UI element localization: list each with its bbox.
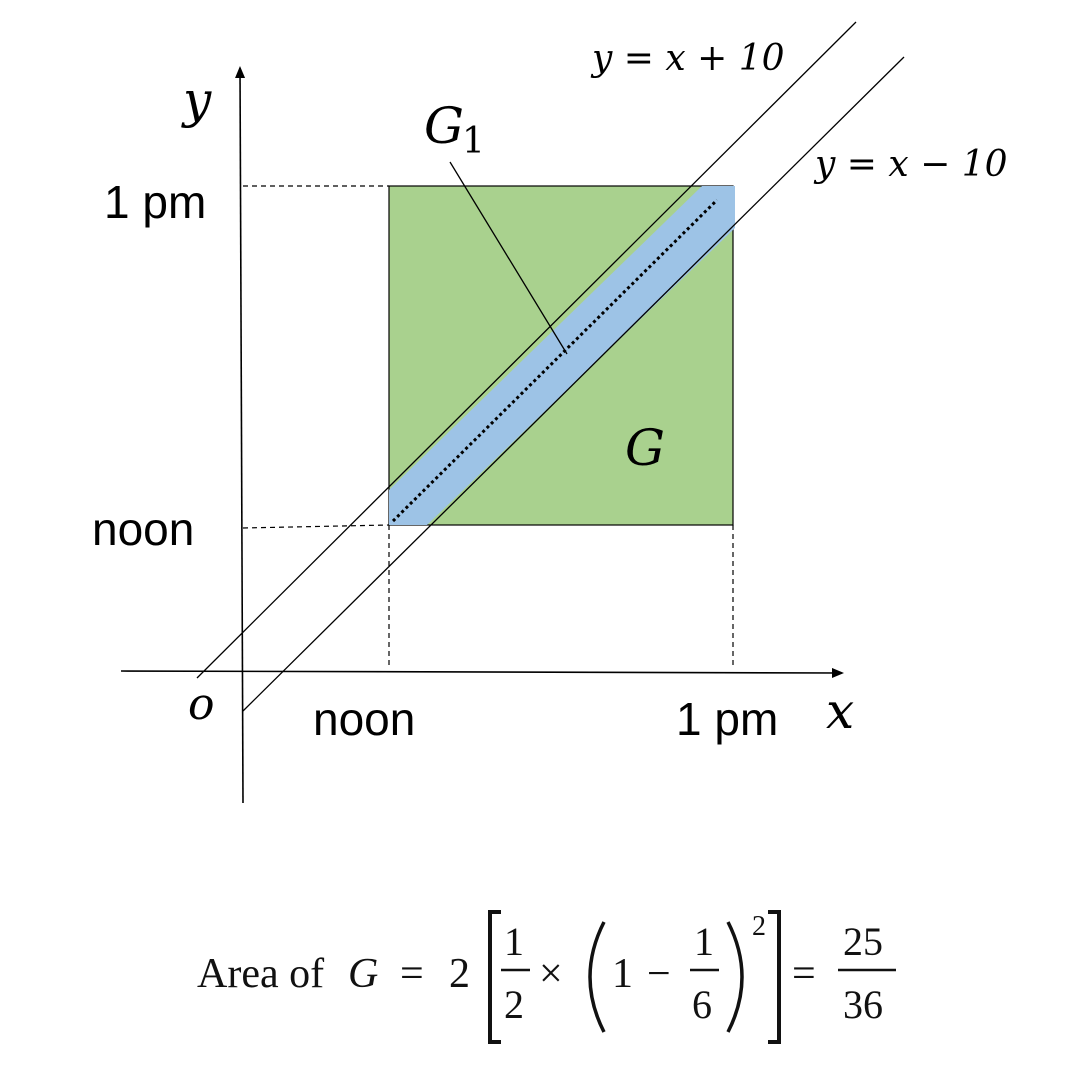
formula-eq2: = (792, 951, 816, 997)
formula-result-num: 25 (843, 919, 883, 964)
x-axis-label: x (826, 682, 854, 740)
formula-var: G (348, 951, 378, 997)
line-lower-label: y = x − 10 (813, 144, 1008, 185)
y-tick-noon: noon (92, 503, 194, 555)
formula-minus: − (647, 951, 671, 997)
guide-noon-horizontal (242, 524, 390, 529)
y-axis (235, 66, 246, 804)
formula-coef: 2 (449, 951, 470, 997)
formula-one: 1 (612, 951, 633, 997)
area-formula: Area of G = 2 1 2 × 1 − 1 6 2 = 25 36 (197, 910, 896, 1044)
formula-eq1: = (400, 951, 424, 997)
line-lower (242, 56, 905, 712)
formula-frac2-den: 6 (692, 982, 712, 1027)
formula-prefix: Area of (197, 951, 335, 997)
formula-frac2-num: 1 (694, 919, 714, 964)
formula-exponent: 2 (752, 911, 766, 942)
y-tick-1pm: 1 pm (104, 176, 206, 228)
line-upper (196, 21, 857, 679)
formula-result-den: 36 (843, 982, 883, 1027)
formula-right-bracket (768, 910, 781, 1044)
formula-left-bracket (488, 910, 501, 1044)
origin-label: o (188, 679, 215, 730)
formula-frac1-den: 2 (504, 982, 524, 1027)
x-tick-1pm: 1 pm (676, 693, 778, 745)
region-g-label: G (625, 419, 665, 477)
y-axis-label: y (181, 71, 212, 129)
formula-left-paren (588, 921, 606, 1033)
region-g1-label: G (424, 97, 464, 155)
g1-pointer (449, 161, 568, 355)
formula-times: × (539, 951, 563, 997)
formula-right-paren (726, 921, 744, 1033)
x-axis (120, 667, 844, 678)
diagonal-dotted-line (391, 198, 719, 523)
formula-frac1-num: 1 (504, 919, 524, 964)
line-upper-label: y = x + 10 (590, 38, 785, 79)
region-g1-subscript: 1 (462, 121, 485, 162)
x-tick-noon: noon (313, 693, 415, 745)
